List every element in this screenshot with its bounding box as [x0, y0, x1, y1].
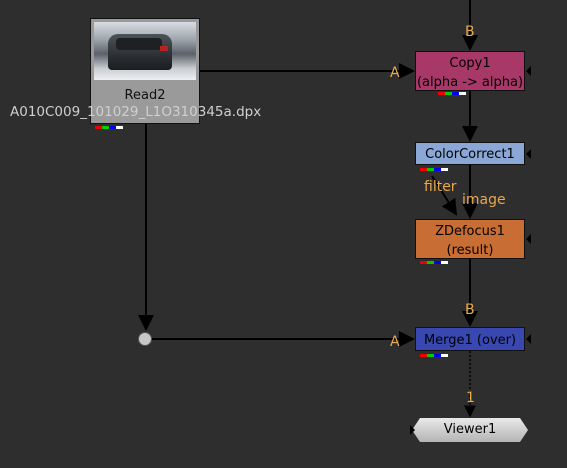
channel-indicator [420, 160, 448, 171]
colorcorrect1-label: ColorCorrect1 [425, 147, 515, 162]
dot-node[interactable] [138, 332, 152, 346]
viewer1-node[interactable]: Viewer1 [412, 418, 528, 442]
colorcorrect1-node[interactable]: ColorCorrect1 [415, 142, 525, 171]
channel-indicator [438, 84, 466, 95]
copy1-mask-input[interactable] [526, 66, 531, 76]
merge1-label: Merge1 (over) [423, 333, 517, 348]
zdefocus1-image-label: image [462, 192, 506, 208]
read2-node[interactable]: Read2 [90, 18, 200, 129]
read2-thumbnail [94, 22, 196, 80]
read2-filename: A010C009_101029_L1O310345a.dpx [10, 104, 262, 120]
merge1-input-a-label: A [390, 334, 400, 350]
zdefocus1-label: ZDefocus1 [435, 224, 505, 239]
car-taillight [160, 46, 168, 51]
merge1-node[interactable]: Merge1 (over) [415, 327, 525, 357]
copy1-input-a-label: A [390, 65, 400, 81]
viewer1-label: Viewer1 [443, 422, 497, 437]
copy1-node[interactable]: Copy1 (alpha -> alpha) [415, 51, 525, 95]
zdefocus1-node[interactable]: ZDefocus1 (result) [415, 219, 525, 264]
copy1-sublabel: (alpha -> alpha) [416, 75, 524, 90]
viewer1-input-tab[interactable] [410, 425, 415, 435]
viewer1-input-label: 1 [466, 390, 475, 406]
zdefocus1-mask-input[interactable] [526, 234, 531, 244]
merge1-mask-input[interactable] [526, 334, 531, 344]
merge1-input-b-label: B [465, 302, 475, 318]
read2-label: Read2 [124, 88, 166, 103]
zdefocus1-sublabel: (result) [446, 243, 494, 258]
colorcorrect1-mask-input[interactable] [526, 149, 531, 159]
car-window [116, 38, 162, 50]
channel-indicator [95, 118, 123, 129]
edge-zdef-filter[interactable] [431, 175, 458, 216]
channel-indicator [420, 253, 448, 264]
channel-indicator [420, 346, 448, 357]
zdefocus1-filter-label: filter [424, 179, 457, 195]
copy1-input-b-label: B [465, 24, 475, 40]
copy1-label: Copy1 [449, 56, 491, 71]
